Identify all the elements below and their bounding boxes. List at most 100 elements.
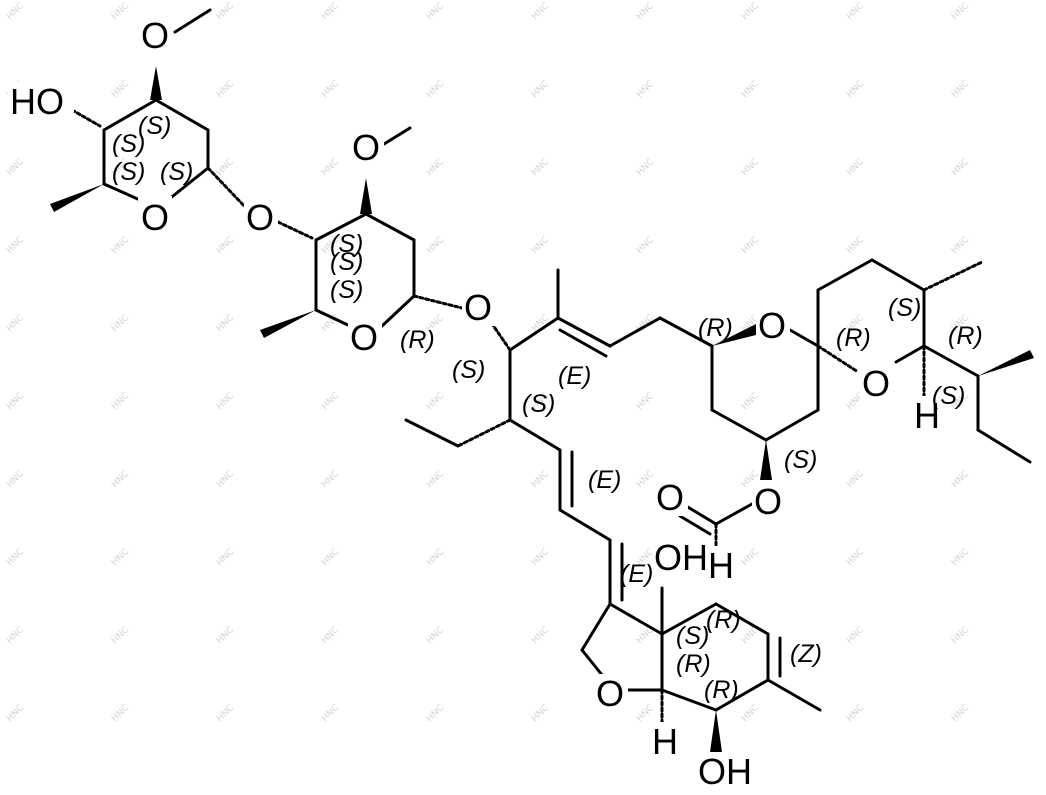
hash-bond (816, 344, 860, 374)
watermark-mark: HNC (425, 625, 446, 646)
stereo-r-c5: (R) (704, 676, 739, 704)
stereo-r-spiro-c25: (R) (948, 322, 983, 350)
stereo-s-ring1-c4: (S) (138, 112, 171, 140)
watermark-mark: HNC (320, 391, 341, 412)
watermark-mark: HNC (425, 79, 446, 100)
stereo-s-spiro-c24: (S) (888, 294, 921, 322)
hash-bond (70, 108, 102, 128)
watermark-mark: HNC (530, 625, 551, 646)
watermark-mark: HNC (5, 1, 26, 22)
watermark-mark: HNC (110, 235, 131, 256)
watermark-mark: HNC (740, 235, 761, 256)
watermark-mark: HNC (320, 703, 341, 724)
watermark-mark: HNC (320, 547, 341, 568)
hash-bond (456, 418, 512, 448)
wedge-bond (712, 324, 760, 346)
stereo-r-c6: (R) (676, 650, 711, 678)
label-background (652, 538, 710, 576)
atom-oh-mid: OH (654, 537, 708, 578)
bond (764, 408, 820, 442)
watermark-mark: HNC (5, 703, 26, 724)
label-background (654, 478, 688, 516)
watermark-mark: HNC (635, 79, 656, 100)
bonds (50, 8, 1034, 752)
wedge-bond (760, 440, 772, 480)
bond (766, 678, 822, 712)
watermark-mark: HNC (425, 547, 446, 568)
watermark-mark: HNC (425, 391, 446, 412)
label-background (350, 128, 384, 166)
bond (508, 316, 560, 352)
wedge-bond (360, 178, 372, 214)
watermark-mark: HNC (635, 1, 656, 22)
watermark-mark: HNC (950, 703, 971, 724)
atom-o-ester-carbonyl: O (656, 477, 684, 518)
watermark-mark: HNC (215, 157, 236, 178)
watermark-mark: HNC (110, 313, 131, 334)
wedge-bond (50, 184, 104, 212)
watermark-mark: HNC (425, 235, 446, 256)
atom-o-methoxy-top: O (141, 15, 169, 56)
watermark-mark: HNC (950, 157, 971, 178)
bond (608, 316, 662, 348)
watermark-mark: HNC (5, 391, 26, 412)
stereo-descriptors: (S) (S) (S) (S) (S) (S) (S) (R) (S) (E) … (112, 112, 983, 704)
stereo-e-alkene3: (E) (620, 560, 653, 588)
watermark-mark: HNC (740, 1, 761, 22)
watermark-mark: HNC (740, 703, 761, 724)
watermark-mark: HNC (110, 703, 131, 724)
bond (922, 344, 980, 378)
label-background (348, 318, 382, 356)
bond (660, 602, 718, 636)
stereo-s-ring1-c5: (S) (112, 158, 145, 186)
wedge-bond (260, 310, 316, 338)
label-background (752, 482, 786, 520)
bond (380, 294, 416, 328)
watermark-mark: HNC (950, 79, 971, 100)
bond (710, 408, 768, 442)
watermark-mark: HNC (845, 547, 866, 568)
bond (314, 212, 368, 242)
label-background (244, 196, 278, 234)
watermark-mark: HNC (530, 157, 551, 178)
watermark-mark: HNC (530, 703, 551, 724)
stereo-s-ring2-c5: (S) (330, 276, 363, 304)
bond (658, 316, 714, 348)
watermark-mark: HNC (215, 391, 236, 412)
bond (714, 602, 770, 636)
stereo-r-spiro-c19: (R) (698, 314, 733, 342)
bond (102, 182, 142, 202)
watermark-mark: HNC (635, 469, 656, 490)
bond (556, 316, 612, 348)
stereo-s-ring1-c1: (S) (160, 158, 193, 186)
bond (714, 678, 770, 712)
watermark-mark: HNC (635, 235, 656, 256)
watermark-mark: HNC (845, 1, 866, 22)
bond (894, 344, 926, 364)
stereo-e-alkene2: (E) (588, 466, 621, 494)
watermark-mark: HNC (740, 157, 761, 178)
watermark-mark: HNC (320, 625, 341, 646)
watermark-mark: HNC (215, 625, 236, 646)
atom-h-furan: H (652, 721, 678, 762)
watermark-mark: HNC (845, 703, 866, 724)
atom-o-glyco-1: O (246, 197, 274, 238)
bond (976, 428, 1032, 464)
watermark-mark: HNC (425, 1, 446, 22)
label-background (462, 288, 496, 326)
stereo-r-spiro-c21: (R) (836, 324, 871, 352)
hash-bond (206, 166, 250, 212)
hash-bond (922, 260, 984, 292)
label-background (860, 364, 894, 402)
bond (404, 418, 460, 448)
watermark-mark: HNC (530, 469, 551, 490)
wedge-bond (978, 350, 1034, 376)
watermark-mark: HNC (740, 79, 761, 100)
bond (558, 328, 608, 358)
label-background (8, 82, 74, 120)
stereo-s-c7: (S) (676, 622, 709, 650)
watermark-mark: HNC (5, 157, 26, 178)
watermark-mark: HNC (110, 469, 131, 490)
atom-o-ring2: O (350, 317, 378, 358)
watermark-mark: HNC (950, 1, 971, 22)
